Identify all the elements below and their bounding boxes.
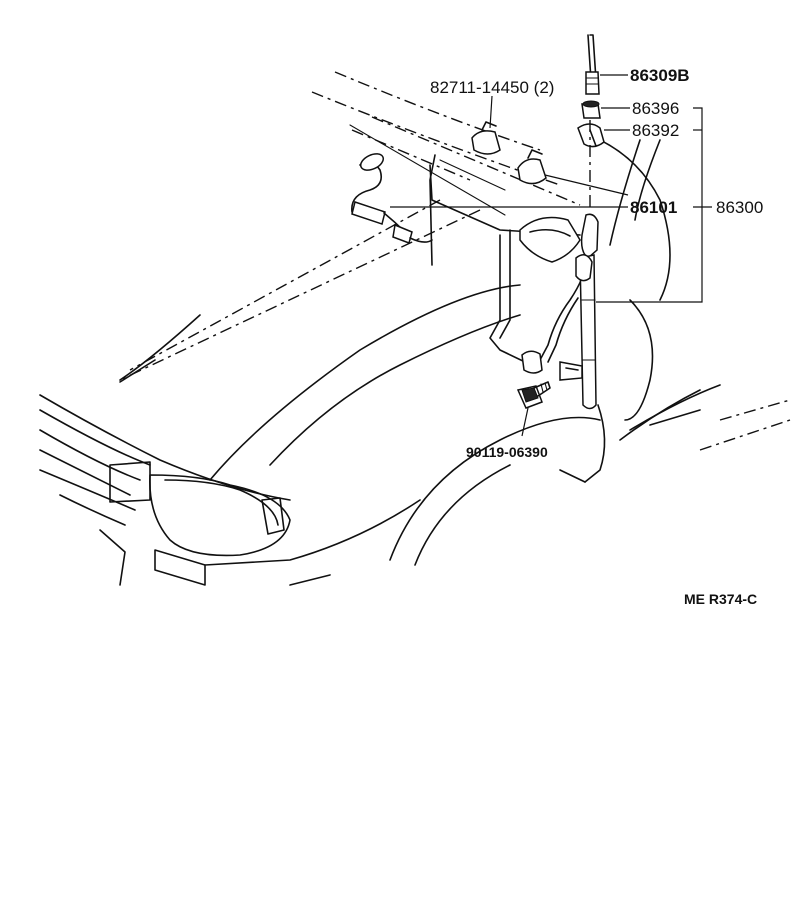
bolt-90119 bbox=[516, 350, 551, 409]
vehicle-body-outline bbox=[39, 71, 791, 586]
diagram-code: ME R374-C bbox=[684, 591, 757, 607]
clip-82711 bbox=[471, 121, 547, 185]
label-nut: 86396 bbox=[632, 99, 679, 118]
part-labels: 82711-14450 (2) 86309B 86396 86392 86101… bbox=[430, 66, 763, 607]
label-assembly: 86300 bbox=[716, 198, 763, 217]
leader-lines bbox=[390, 74, 712, 437]
label-antenna-pole: 86309B bbox=[630, 66, 690, 85]
antenna-cord-86101 bbox=[351, 153, 433, 244]
label-cord: 86101 bbox=[630, 198, 677, 217]
label-bolt: 90119-06390 bbox=[466, 444, 548, 460]
antenna-assembly-86300 bbox=[519, 34, 605, 410]
label-clip: 82711-14450 (2) bbox=[430, 78, 554, 97]
label-bezel: 86392 bbox=[632, 121, 679, 140]
